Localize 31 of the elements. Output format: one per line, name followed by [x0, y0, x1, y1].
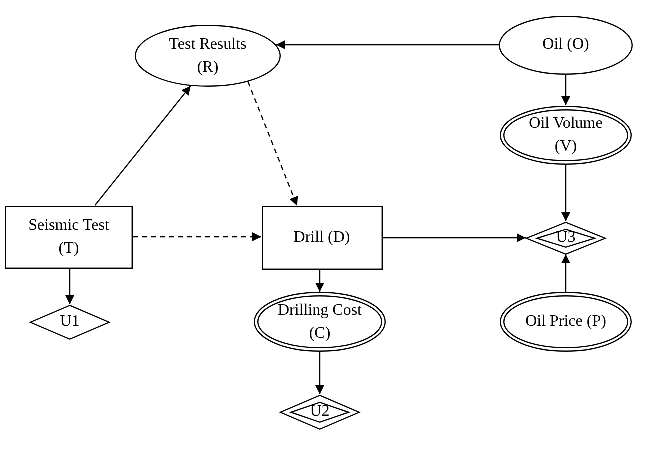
node-label: U3	[556, 228, 576, 248]
chance-node	[499, 16, 633, 74]
node-label: Oil (O)	[542, 35, 590, 56]
node-label: Drilling Cost (C)	[276, 300, 363, 344]
node-label: U2	[310, 402, 330, 422]
arrow	[94, 86, 192, 206]
node-label: Oil Volume (V)	[528, 114, 604, 157]
arrow	[562, 254, 570, 292]
node-label: U1	[60, 312, 80, 332]
arrow	[316, 270, 324, 292]
arrow	[248, 82, 298, 206]
deterministic-node	[500, 106, 632, 164]
arrow	[316, 352, 324, 394]
utility-diamond	[526, 222, 606, 254]
utility-diamond	[30, 304, 110, 340]
decision-box	[262, 206, 382, 270]
arrow	[66, 268, 74, 304]
decision-box	[5, 206, 133, 268]
arrow	[133, 232, 262, 242]
chance-node	[135, 25, 281, 87]
node-label: Seismic Test (T)	[28, 216, 110, 259]
deterministic-node	[254, 292, 386, 352]
node-label: Oil Price (P)	[526, 312, 606, 332]
deterministic-node	[500, 292, 632, 352]
arrow	[382, 234, 526, 242]
arrow	[562, 74, 570, 106]
node-label: Test Results (R)	[168, 34, 248, 78]
utility-diamond	[280, 394, 360, 430]
node-label: Drill (D)	[294, 228, 350, 248]
arrow	[562, 164, 570, 222]
arrow	[276, 40, 499, 50]
